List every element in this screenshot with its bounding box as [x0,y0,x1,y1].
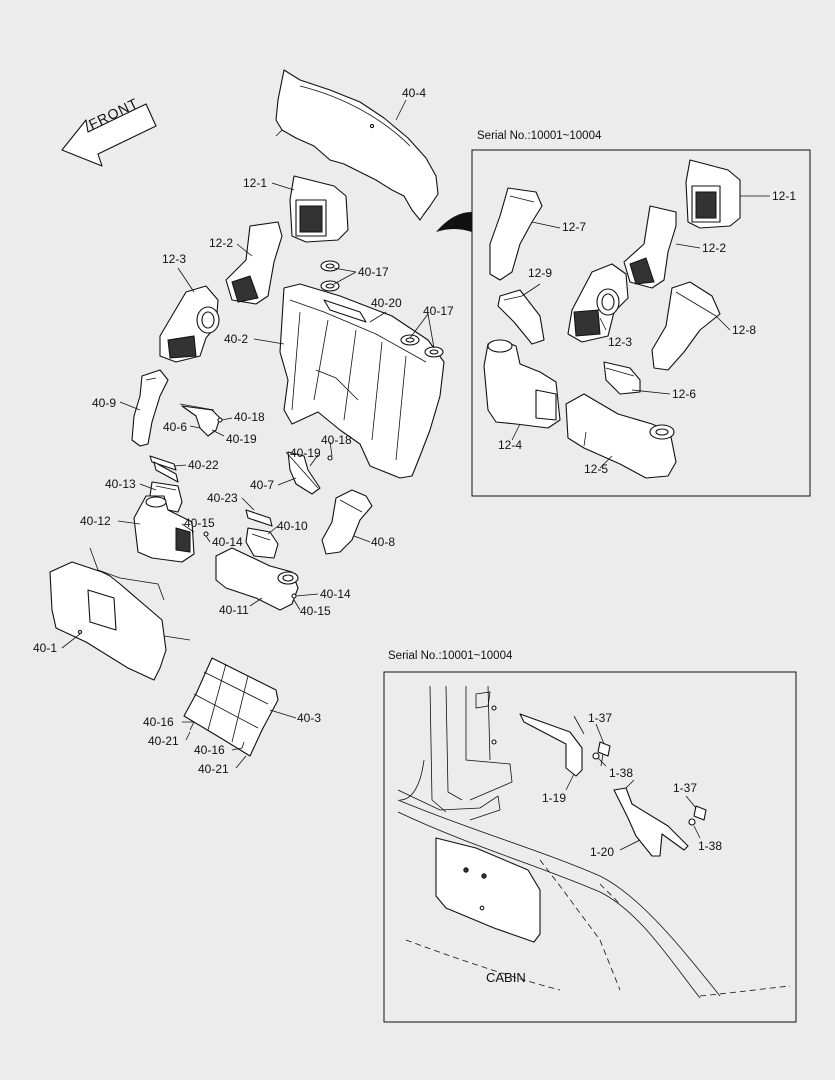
front-arrow-icon [61,103,157,167]
label-40-10: 40-10 [277,519,308,533]
variant-label-12-1: 12-1 [772,189,797,203]
part-40-6-bracket [179,403,221,437]
cabin-label-1-37-upper: 1-37 [588,711,613,725]
variant-label-12-7: 12-7 [562,220,587,234]
label-40-9: 40-9 [92,396,117,410]
part-40-1-plate [49,547,191,681]
label-40-17-upper: 40-17 [358,265,389,279]
leader-lines-duct-variant [511,195,770,469]
label-40-17-lower: 40-17 [423,304,454,318]
part-40-9-duct [131,369,169,447]
label-40-15-upper: 40-15 [184,516,215,530]
label-40-1: 40-1 [33,641,58,655]
label-40-11: 40-11 [219,603,249,617]
label-40-16-right: 40-16 [194,743,225,757]
label-40-16-left: 40-16 [143,715,174,729]
label-40-14-upper: 40-14 [212,535,243,549]
label-40-4: 40-4 [402,86,427,100]
part-40-7-bracket [285,451,321,495]
variant-label-12-9: 12-9 [528,266,553,280]
label-40-19-left: 40-19 [226,432,257,446]
variant-label-12-3: 12-3 [608,335,633,349]
variant-label-12-2: 12-2 [702,241,727,255]
label-40-2: 40-2 [224,332,249,346]
part-40-4-cover [275,69,439,221]
part-12-1-duct [289,175,349,243]
leader-lines-main [61,99,435,769]
variant-label-12-5: 12-5 [584,462,609,476]
part-40-11-duct [215,547,299,611]
label-40-14-lower: 40-14 [320,587,351,601]
part-40-2-housing [279,283,445,479]
cabin-label: CABIN [486,970,526,985]
cabin-label-1-38-lower: 1-38 [698,839,723,853]
duct-variant-frame [471,149,811,497]
part-40-8-duct [321,489,373,555]
part-12-2-duct [225,221,283,305]
label-40-18-left: 40-18 [234,410,265,424]
label-40-12: 40-12 [80,514,111,528]
part-40-10-duct [245,527,279,559]
part-40-3-grille [183,657,279,757]
label-40-13: 40-13 [105,477,136,491]
label-40-19-right: 40-19 [290,446,321,460]
label-12-1: 12-1 [243,176,268,190]
label-12-3: 12-3 [162,252,187,266]
cabin-variant-parts [397,685,791,999]
cabin-variant-frame [383,671,797,1023]
label-40-23: 40-23 [207,491,238,505]
label-40-21-right: 40-21 [198,762,229,776]
part-40-12-duct [133,495,195,563]
part-12-3-elbow [159,285,220,363]
label-40-15-lower: 40-15 [300,604,331,618]
duct-variant-serial-title: Serial No.:10001~10004 [477,130,602,142]
label-40-8: 40-8 [371,535,396,549]
variant-label-12-8: 12-8 [732,323,757,337]
cabin-label-1-19: 1-19 [542,791,567,805]
label-40-20: 40-20 [371,296,402,310]
label-40-7: 40-7 [250,478,275,492]
label-40-6: 40-6 [163,420,188,434]
part-40-23-seal [245,509,273,527]
pointer-wedge [436,212,472,232]
label-40-22: 40-22 [188,458,219,472]
variant-label-12-6: 12-6 [672,387,697,401]
cabin-label-1-38-upper: 1-38 [609,766,634,780]
variant-label-12-4: 12-4 [498,438,523,452]
cabin-variant-serial-title: Serial No.:10001~10004 [388,650,513,662]
cabin-label-1-20: 1-20 [590,845,615,859]
cabin-label-1-37-lower: 1-37 [673,781,698,795]
leader-lines-cabin-variant [565,723,701,851]
label-40-3: 40-3 [297,711,322,725]
duct-variant-parts [483,159,741,479]
label-12-2: 12-2 [209,236,234,250]
part-40-17-gaskets [320,260,444,358]
label-40-18-right: 40-18 [321,433,352,447]
part-40-22-seal [149,455,179,483]
label-40-21-left: 40-21 [148,734,179,748]
